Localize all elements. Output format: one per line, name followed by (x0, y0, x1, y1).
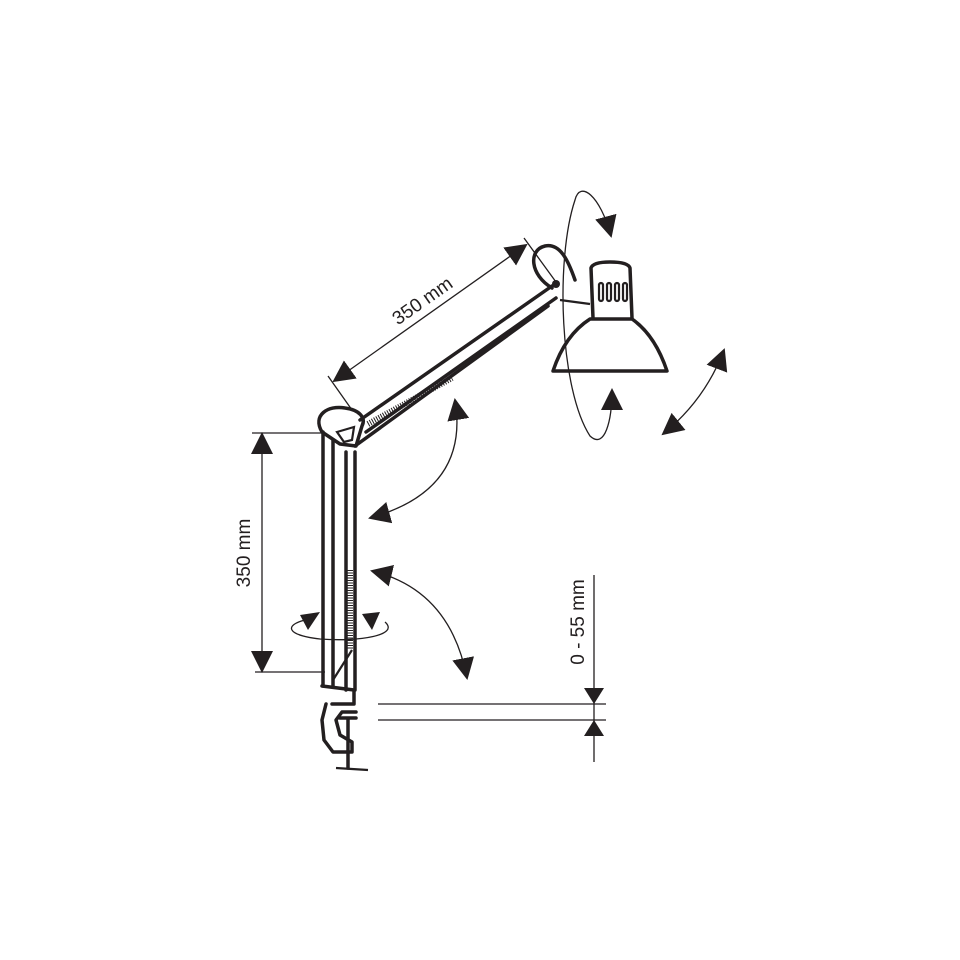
lower-arm-length-label: 350 mm (234, 519, 255, 588)
vent-slot (597, 281, 605, 303)
clamp-handle (335, 766, 369, 772)
shade-top (589, 260, 634, 320)
arrow-down-icon (584, 688, 604, 704)
swivel-arrow-right-icon (362, 612, 380, 630)
extension-line (327, 375, 353, 411)
lower-arm-dimension: 350 mm (234, 432, 325, 673)
upper-spring (366, 375, 454, 427)
lamp (317, 244, 669, 772)
base-angle-arrow (370, 565, 474, 680)
clamp-screw (338, 716, 358, 770)
head-connector (559, 298, 591, 306)
vent-slot (613, 281, 621, 303)
base-swivel-arrow (290, 619, 389, 641)
arm-brace (332, 649, 353, 681)
vent-slot (605, 281, 613, 303)
swivel-arrow-left-icon (300, 612, 320, 630)
upper-arm-bar (353, 304, 550, 448)
arrow-up-icon (584, 720, 604, 736)
head-bracket (531, 244, 577, 290)
elbow-joint (317, 405, 365, 448)
vent-slot (621, 281, 629, 303)
extension-line (523, 237, 557, 283)
dimension-line (332, 243, 528, 383)
pivot (552, 280, 560, 288)
elbow-angle-arrow (368, 398, 470, 524)
shade-cone (551, 317, 669, 373)
lower-arm-bar (344, 450, 357, 692)
clamp-body (320, 684, 358, 754)
rotation-indicators (290, 190, 728, 680)
lower-arm-bar (321, 430, 335, 688)
shade-rotation-arrow (562, 190, 623, 441)
clamp-range-label: 0 - 55 mm (568, 579, 589, 665)
clamp-range-dimension: 0 - 55 mm (378, 575, 606, 762)
shade-tilt-arrow (661, 348, 728, 436)
elbow-plate (335, 425, 356, 444)
